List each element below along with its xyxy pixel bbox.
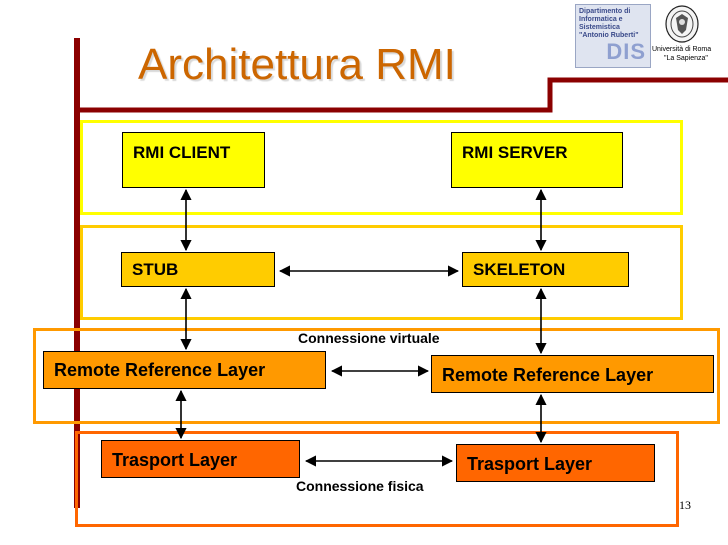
rmi-client-box: RMI CLIENT [122,132,265,188]
virtual-connection-label: Connessione virtuale [298,330,440,346]
rmi-server-box: RMI SERVER [451,132,623,188]
page-number: 13 [679,498,691,512]
page-title: Architettura RMI [138,40,456,89]
dis-logo-line-2: Informatica e [579,16,623,23]
university-seal-icon [665,5,699,43]
band-application [80,120,683,215]
university-name-line-2: "La Sapienza" [664,55,708,62]
dis-logo: Dipartimento di Informatica e Sistemisti… [575,4,651,68]
dis-logo-line-3: Sistemistica [579,24,620,31]
dis-logo-mark: DIS [606,39,646,64]
band-remote-reference [33,328,720,424]
transport-layer-server-box: Trasport Layer [456,444,655,482]
stub-box: STUB [121,252,275,287]
remote-reference-layer-server-box: Remote Reference Layer [431,355,714,393]
university-name-line-1: Università di Roma [652,46,712,53]
physical-connection-label: Connessione fisica [296,478,424,494]
band-stub-skeleton [80,225,683,320]
remote-reference-layer-client-box: Remote Reference Layer [43,351,326,389]
dis-logo-line-1: Dipartimento di [579,8,631,15]
band-transport [75,431,679,527]
dis-logo-line-4: "Antonio Ruberti" [579,32,639,39]
top-step-line [80,77,728,113]
transport-layer-client-box: Trasport Layer [101,440,300,478]
skeleton-box: SKELETON [462,252,629,287]
